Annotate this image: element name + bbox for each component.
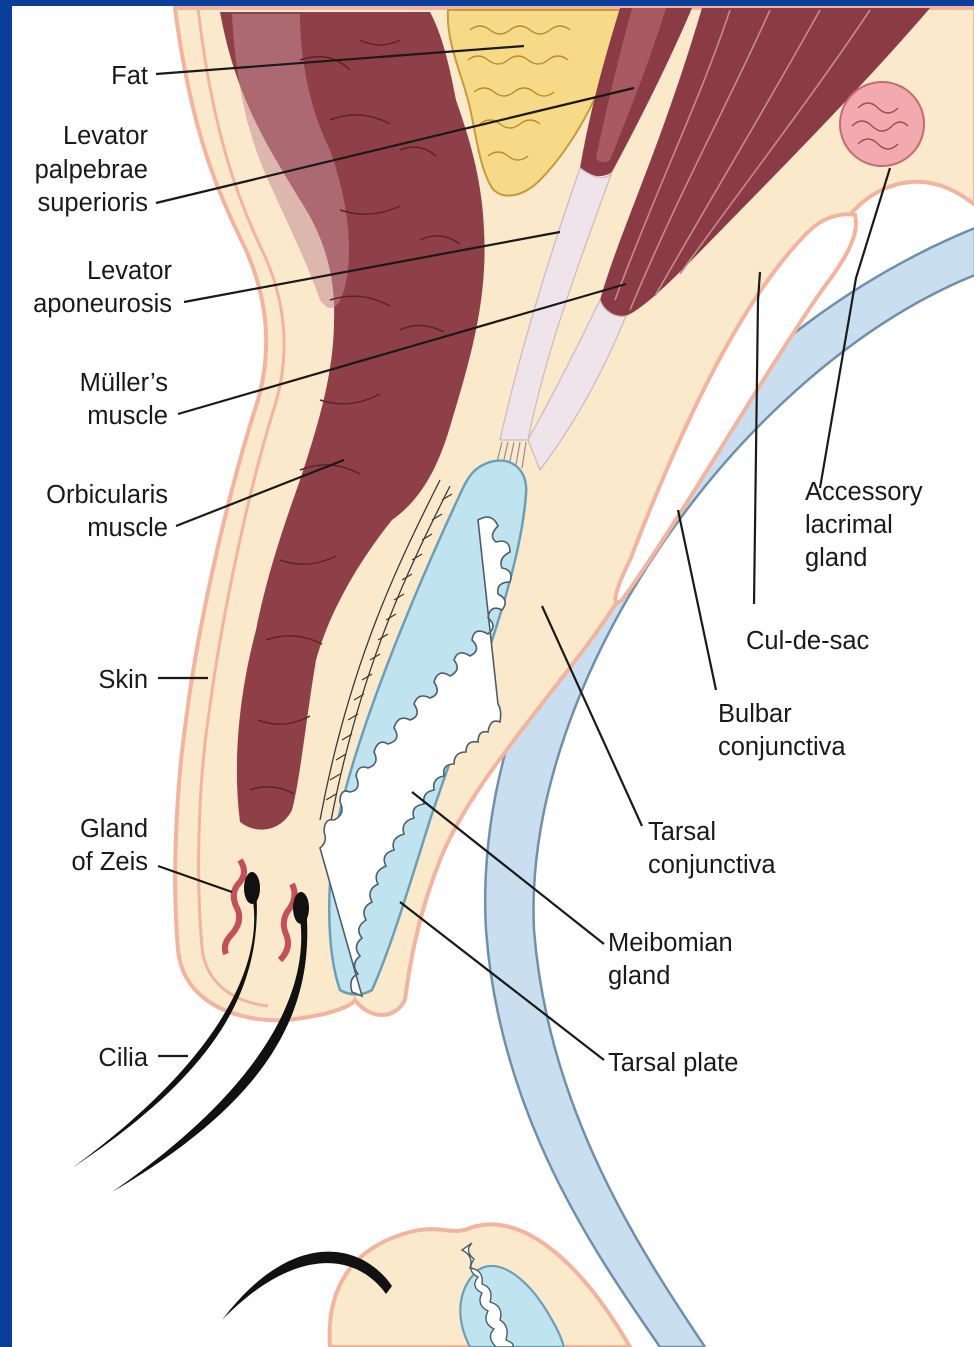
label-orbicularis-line2: muscle — [87, 514, 168, 542]
label-accessory-lacrimal-line3: gland — [805, 544, 867, 572]
label-skin: Skin — [98, 666, 148, 694]
accessory-lacrimal-gland-shape — [840, 82, 924, 166]
label-cilia: Cilia — [98, 1044, 148, 1072]
label-accessory-lacrimal-line2: lacrimal — [805, 511, 893, 539]
label-levator-aponeurosis-line2: aponeurosis — [33, 290, 172, 318]
label-gland-of-zeis-line2: of Zeis — [71, 848, 148, 876]
label-levator-palpebrae-line3: superioris — [37, 189, 148, 217]
diagram-panel: Fat Levator palpebrae superioris Levator… — [12, 6, 974, 1347]
cilium-2-bulb — [293, 892, 309, 924]
label-tarsal-plate: Tarsal plate — [608, 1049, 738, 1077]
label-mullers-muscle-line1: Müller’s — [80, 369, 168, 397]
label-orbicularis-line1: Orbicularis — [46, 481, 168, 509]
label-tarsal-conjunctiva-line1: Tarsal — [648, 818, 716, 846]
label-meibomian-gland-line1: Meibomian — [608, 929, 733, 957]
label-fat: Fat — [111, 62, 148, 90]
label-gland-of-zeis-line1: Gland — [80, 815, 148, 843]
label-meibomian-gland-line2: gland — [608, 962, 670, 990]
label-levator-palpebrae-line1: Levator — [63, 122, 149, 150]
label-levator-aponeurosis-line1: Levator — [87, 257, 173, 285]
label-accessory-lacrimal-line1: Accessory — [805, 478, 923, 506]
label-cul-de-sac: Cul-de-sac — [746, 627, 870, 655]
label-bulbar-conjunctiva-line1: Bulbar — [718, 700, 792, 728]
label-mullers-muscle-line2: muscle — [87, 402, 168, 430]
label-bulbar-conjunctiva-line2: conjunctiva — [718, 733, 846, 761]
label-tarsal-conjunctiva-line2: conjunctiva — [648, 851, 776, 879]
cilium-1-bulb — [244, 872, 260, 904]
eyelid-anatomy-diagram: Fat Levator palpebrae superioris Levator… — [12, 6, 974, 1347]
label-levator-palpebrae-line2: palpebrae — [35, 156, 148, 184]
